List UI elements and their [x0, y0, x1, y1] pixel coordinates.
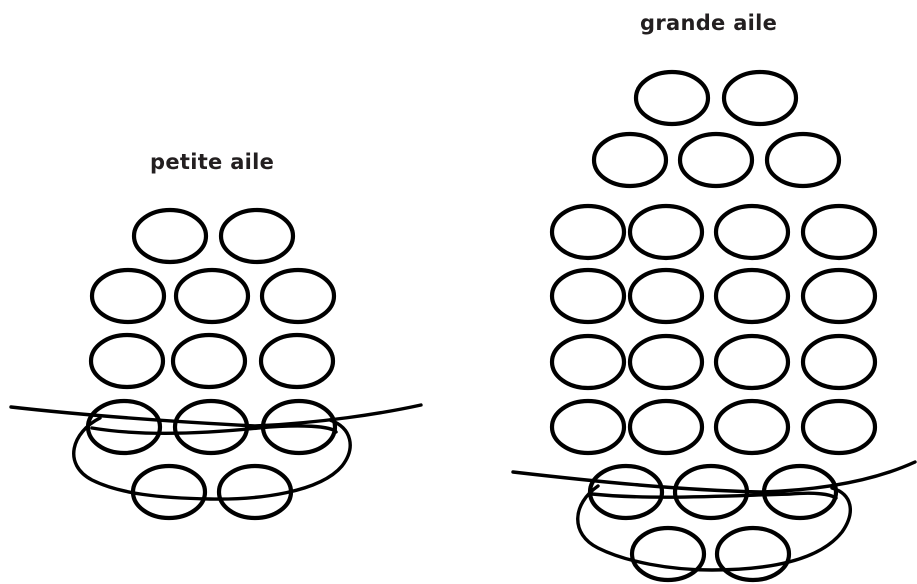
large-wing-bead-r7-1: [587, 463, 665, 521]
large-wing-bead-r5-2: [627, 333, 705, 391]
large-wing-bead-r8-2: [714, 525, 792, 583]
large-wing-bead-r4-2: [627, 267, 705, 325]
large-wing-thread-top: [511, 460, 917, 494]
large-wing-bead-r5-4: [800, 333, 878, 391]
small-wing-thread-loop: [72, 416, 352, 501]
large-wing-bead-r4-3: [713, 267, 791, 325]
small-wing-bead-r5-2: [216, 463, 294, 521]
large-wing-bead-r2-3: [764, 131, 842, 189]
large-wing-bead-r5-1: [549, 333, 627, 391]
large-wing-thread-cross: [590, 491, 838, 500]
small-wing-bead-r2-3: [259, 267, 337, 325]
large-wing-bead-r8-1: [629, 525, 707, 583]
small-wing-bead-r4-1: [85, 398, 163, 456]
large-wing-bead-r3-4: [800, 203, 878, 261]
small-wing-title: petite aile: [150, 150, 275, 174]
large-wing-bead-r1-2: [721, 69, 799, 127]
large-wing-bead-r5-3: [713, 333, 791, 391]
large-wing-bead-r1-1: [633, 69, 711, 127]
small-wing-bead-r2-2: [173, 267, 251, 325]
large-wing-title: grande aile: [640, 11, 778, 35]
large-wing-bead-r6-2: [627, 398, 705, 456]
large-wing-bead-r4-4: [800, 267, 878, 325]
large-wing-thread-loop: [576, 484, 852, 572]
small-wing-diagram: [9, 207, 423, 521]
small-wing-thread-top: [9, 403, 423, 428]
small-wing-bead-r3-2: [170, 332, 248, 390]
small-wing-bead-r4-2: [172, 398, 250, 456]
large-wing-bead-r6-3: [713, 398, 791, 456]
large-wing-bead-r3-1: [549, 203, 627, 261]
large-wing-bead-r6-4: [800, 398, 878, 456]
large-wing-diagram: [511, 69, 917, 583]
small-wing-bead-r3-1: [88, 332, 166, 390]
small-wing-bead-r5-1: [130, 463, 208, 521]
small-wing-bead-r3-3: [258, 332, 336, 390]
small-wing-bead-r1-2: [218, 207, 296, 265]
large-wing-bead-r2-2: [677, 131, 755, 189]
small-wing-thread-cross: [90, 424, 338, 435]
large-wing-bead-r6-1: [549, 398, 627, 456]
small-wing-bead-r2-1: [89, 267, 167, 325]
small-wing-bead-r1-1: [131, 207, 209, 265]
large-wing-bead-r3-3: [713, 203, 791, 261]
large-wing-bead-r2-1: [591, 131, 669, 189]
large-wing-bead-r4-1: [549, 267, 627, 325]
large-wing-bead-r3-2: [627, 203, 705, 261]
